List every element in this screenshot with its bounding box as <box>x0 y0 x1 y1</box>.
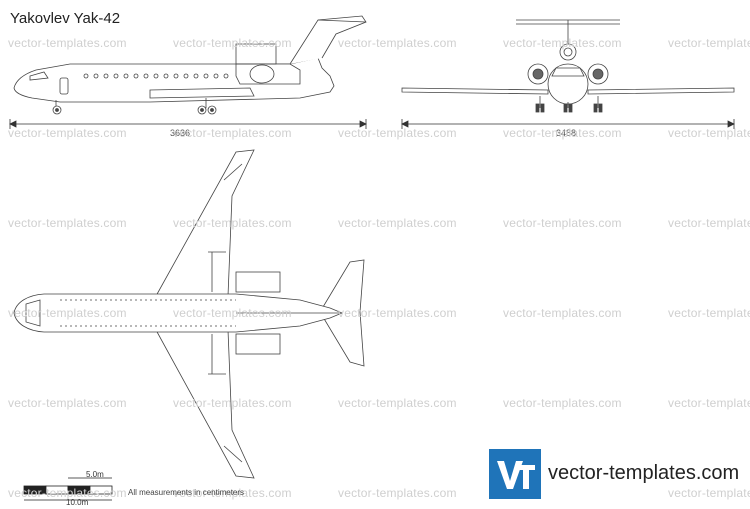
wingspan-dimension-line <box>401 119 735 129</box>
wingspan-value: 3488 <box>556 128 577 138</box>
measurement-note: All measurements in centimeters <box>128 488 245 497</box>
scale-bar <box>23 477 113 501</box>
scale-full-label: 10.0m <box>66 498 89 507</box>
brand-logo <box>489 449 541 499</box>
length-dimension-line <box>9 119 367 129</box>
vt-logo-icon <box>497 461 535 489</box>
side-view <box>13 15 367 115</box>
front-view <box>401 19 735 113</box>
page-title: Yakovlev Yak-42 <box>10 10 121 27</box>
length-value: 3636 <box>170 128 191 138</box>
brand-name: vector-templates.com <box>548 462 740 484</box>
scale-half-label: 5.0m <box>86 470 104 479</box>
top-view <box>13 149 365 479</box>
